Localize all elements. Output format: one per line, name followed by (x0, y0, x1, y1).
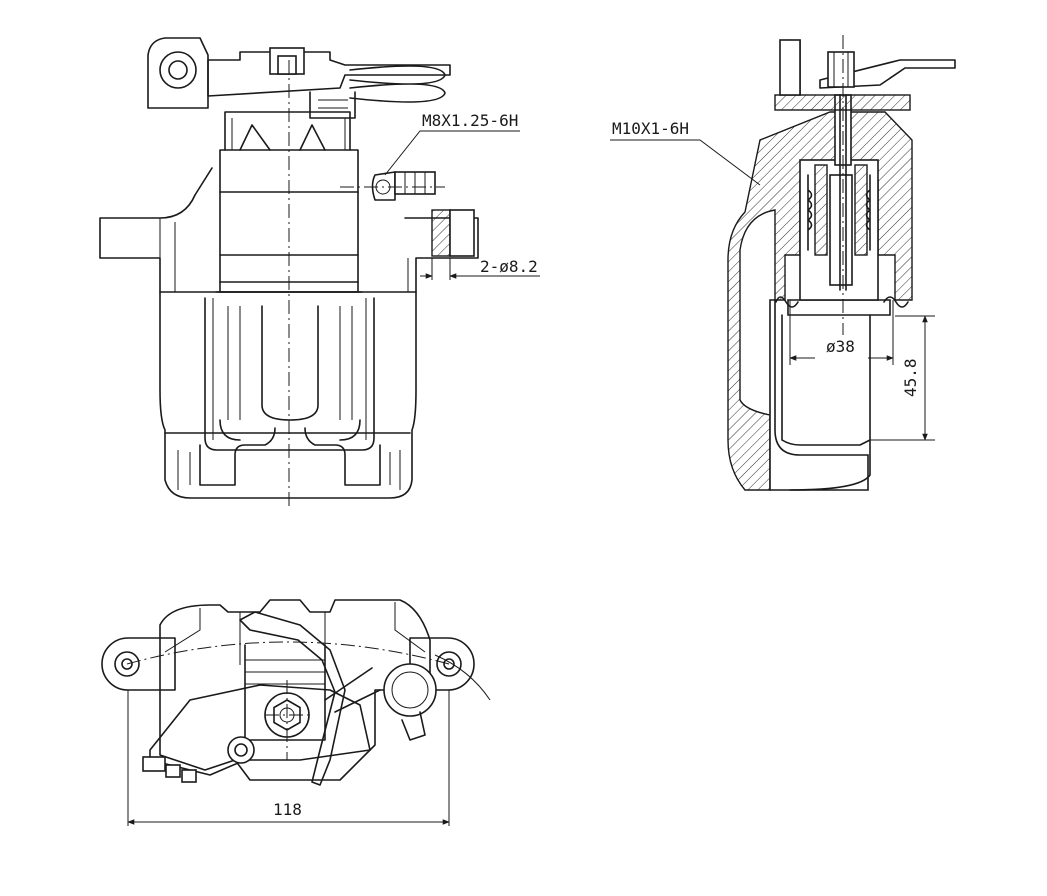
piston-slot (261, 305, 319, 421)
label-piston-diameter: ø38 (826, 337, 855, 356)
right-mount-ear (404, 217, 479, 293)
label-piston-depth: 45.8 (901, 358, 920, 397)
piston-spring (807, 174, 871, 251)
section-view (610, 35, 956, 491)
label-mount-holes: 2-ø8.2 (480, 257, 538, 276)
return-spring (349, 65, 446, 103)
left-mount-ear (99, 167, 213, 293)
front-view (99, 37, 540, 510)
label-thread-bleed-port: M8X1.25-6H (422, 111, 518, 130)
label-mount-spacing: 118 (273, 800, 302, 819)
label-thread-inlet: M10X1-6H (612, 119, 689, 138)
caliper-body-outline (159, 291, 417, 499)
bolt-circle-arc (126, 641, 450, 665)
mount-lug-right (409, 637, 475, 691)
bleed-screw (371, 171, 396, 201)
dim-line-118 (127, 690, 450, 826)
mount-lug-left (101, 637, 176, 691)
parking-lever (147, 37, 209, 109)
top-body (159, 599, 431, 781)
top-view (101, 599, 491, 826)
